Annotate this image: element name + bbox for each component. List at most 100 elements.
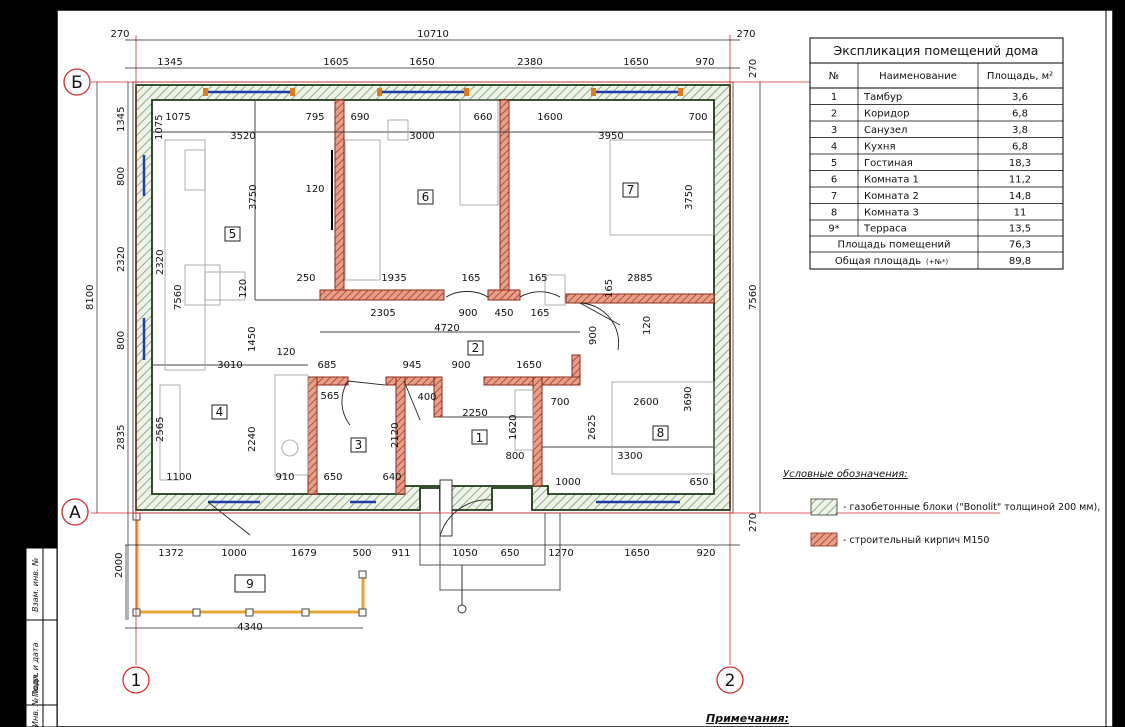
dim: 900: [451, 360, 470, 371]
dim: 1100: [166, 472, 191, 483]
dim: 1345: [157, 57, 182, 68]
dim: 3750: [684, 185, 695, 210]
total-area-label: Общая площадь: [835, 256, 921, 267]
terrace: [132, 512, 561, 617]
dim: 910: [275, 472, 294, 483]
dim: 911: [391, 548, 410, 559]
dim: 7560: [173, 285, 184, 310]
dim: 1000: [221, 548, 246, 559]
dim: 1650: [624, 548, 649, 559]
table-cell: 11: [1014, 208, 1027, 219]
table-cell: 3,6: [1012, 92, 1028, 103]
table-cell: Комната 3: [864, 208, 919, 219]
dim: 165: [528, 273, 547, 284]
dim: 120: [276, 347, 295, 358]
table-header-name: Наименование: [879, 71, 957, 82]
explication-table: Экспликация помещений дома № Наименовани…: [809, 37, 1064, 270]
table-cell: 3: [831, 125, 837, 136]
dim: 1270: [548, 548, 573, 559]
dim: 270: [748, 513, 759, 532]
room-label-8: 8: [657, 426, 665, 440]
dim: 685: [317, 360, 336, 371]
dim: 945: [402, 360, 421, 371]
interior-lines: [152, 100, 714, 448]
dim: 650: [323, 472, 342, 483]
dim: 2625: [587, 415, 598, 440]
dim: 2320: [155, 250, 166, 275]
table-cell: 2: [831, 109, 837, 120]
table-cell: Терраса: [863, 224, 907, 235]
dim: 1935: [381, 273, 406, 284]
room-label-7: 7: [627, 183, 635, 197]
dim: 165: [530, 308, 549, 319]
dim: 8100: [85, 285, 96, 310]
dim: 2120: [390, 423, 401, 448]
room-label-9: 9: [246, 577, 254, 591]
dim: 1000: [555, 477, 580, 488]
table-cell: Коридор: [864, 109, 909, 120]
dim: 270: [110, 29, 129, 40]
table-cell: Гостиная: [864, 158, 913, 169]
dim: 800: [116, 167, 127, 186]
total-area-note: (+№*): [926, 258, 948, 266]
side-stamp: Взам. инв. № Подп. и дата Инв. № подл.: [25, 547, 58, 727]
total-rooms-label: Площадь помещений: [837, 240, 950, 251]
dim: 2565: [155, 417, 166, 442]
doors: [207, 290, 621, 537]
dim: 1075: [165, 112, 190, 123]
dim: 565: [320, 391, 339, 402]
table-cell: 4: [831, 142, 837, 153]
dim: 3950: [598, 131, 623, 142]
dim: 2600: [633, 397, 658, 408]
table-cell: 13,5: [1009, 224, 1031, 235]
dim: 3750: [248, 185, 259, 210]
room-label-5: 5: [229, 227, 237, 241]
table-cell: 6: [831, 175, 837, 186]
axis-label-2: 2: [725, 671, 736, 691]
legend-item-2: - строительный кирпич М150: [843, 535, 989, 546]
dim: 1650: [409, 57, 434, 68]
dim: 640: [382, 472, 401, 483]
dim: 1650: [516, 360, 541, 371]
room-label-6: 6: [422, 190, 430, 204]
legend-swatch-brick: [810, 532, 838, 547]
room-label-2: 2: [472, 341, 480, 355]
dim: 1050: [452, 548, 477, 559]
dim: 1345: [116, 107, 127, 132]
dim: 10710: [417, 29, 449, 40]
dim: 800: [116, 331, 127, 350]
dim: 1075: [154, 115, 165, 140]
room-label-1: 1: [476, 431, 484, 445]
table-cell: 8: [831, 208, 837, 219]
dim: 270: [736, 29, 755, 40]
dim: 4720: [434, 323, 459, 334]
table-cell: 6,8: [1012, 109, 1028, 120]
brick-partitions: [307, 99, 715, 495]
dim: 1600: [537, 112, 562, 123]
table-cell: Санузел: [864, 125, 907, 136]
dim: 2240: [247, 427, 258, 452]
legend: Условные обозначения: - газобетонные бло…: [783, 468, 1100, 547]
room-label-4: 4: [216, 405, 224, 419]
table-cell: Комната 2: [864, 191, 919, 202]
dim: 120: [238, 279, 249, 298]
room-labels: 1 2 3 4 5 6 7 8 9: [211, 182, 669, 593]
dim: 2885: [627, 273, 652, 284]
dim: 1620: [508, 415, 519, 440]
dim: 700: [550, 397, 569, 408]
dim: 2380: [517, 57, 542, 68]
dim: 1605: [323, 57, 348, 68]
dim: 120: [305, 184, 324, 195]
dim: 700: [688, 112, 707, 123]
room-label-3: 3: [355, 438, 363, 452]
dim: 3000: [409, 131, 434, 142]
dim: 900: [458, 308, 477, 319]
dim: 3690: [683, 387, 694, 412]
axis-label-b: Б: [71, 73, 83, 93]
table-title: Экспликация помещений дома: [834, 43, 1039, 58]
dim: 795: [305, 112, 324, 123]
table-cell: 5: [831, 158, 837, 169]
table-cell: 18,3: [1009, 158, 1031, 169]
dim: 165: [604, 279, 615, 298]
